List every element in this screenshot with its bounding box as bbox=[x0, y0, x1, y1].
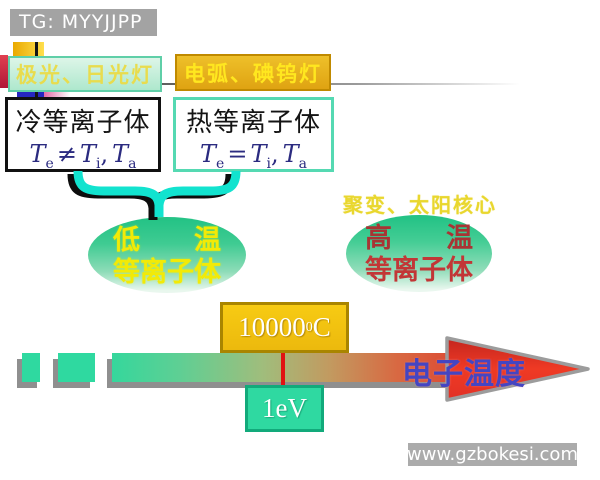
brace-icon bbox=[67, 170, 241, 220]
electron-temperature-label: 电子温度 bbox=[402, 357, 526, 392]
temperature-axis-bar bbox=[112, 353, 447, 382]
axis-dash2 bbox=[58, 353, 95, 382]
low-temp-line1: 低 温 bbox=[113, 225, 221, 256]
horizontal-divider-line bbox=[155, 83, 520, 85]
site-watermark: www.gzbokesi.com bbox=[407, 443, 578, 466]
high-temp-line2: 等离子体 bbox=[365, 255, 473, 286]
arrowhead-icon bbox=[445, 336, 590, 402]
decor-black-line-bottom bbox=[35, 88, 38, 100]
decor-red-fragment bbox=[0, 55, 8, 88]
hot-plasma-title: 热等离子体 bbox=[185, 108, 321, 137]
low-temp-line2: 等离子体 bbox=[113, 257, 221, 288]
cold-plasma-examples-label: 极光、日光灯 bbox=[8, 56, 162, 92]
hot-plasma-formula: Te=Ti,Ta bbox=[200, 140, 307, 172]
high-temp-examples-label: 聚变、太阳核心 bbox=[343, 193, 497, 217]
low-temp-plasma-ellipse: 低 温 等离子体 bbox=[88, 217, 246, 293]
high-temp-plasma-ellipse: 高 温 等离子体 bbox=[346, 215, 492, 292]
tg-watermark: TG: MYYJJPP bbox=[10, 9, 157, 36]
cold-plasma-title: 冷等离子体 bbox=[15, 108, 151, 137]
cold-plasma-box: 冷等离子体 Te≠Ti,Ta bbox=[5, 97, 161, 172]
decor-black-line-top bbox=[35, 42, 38, 58]
lower-tick-label: 1eV bbox=[245, 385, 324, 432]
hot-plasma-examples-label: 电弧、碘钨灯 bbox=[175, 54, 331, 91]
axis-dash1 bbox=[22, 353, 40, 382]
hot-plasma-box: 热等离子体 Te=Ti,Ta bbox=[173, 97, 334, 172]
axis-tick-mark bbox=[281, 347, 285, 387]
high-temp-line1: 高 温 bbox=[365, 223, 473, 254]
cold-plasma-formula: Te≠Ti,Ta bbox=[29, 140, 137, 172]
